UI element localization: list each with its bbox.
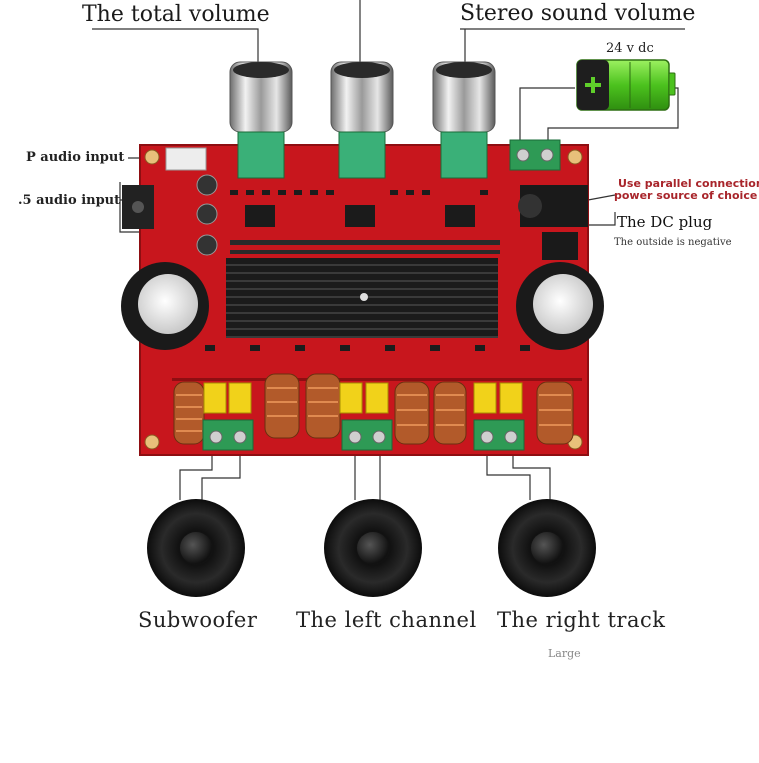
subwoofer-label: Subwoofer xyxy=(138,608,258,632)
audio-jack-icon xyxy=(122,185,154,229)
dc-jack-icon xyxy=(518,185,588,227)
bt-audio-input-label: P audio input xyxy=(26,150,125,165)
parallel-connection-line1: Use parallel connection xyxy=(618,177,759,190)
dc-plug-label: The DC plug xyxy=(617,213,713,231)
dc-plug-note: The outside is negative xyxy=(614,237,732,248)
left-channel-label: The left channel xyxy=(296,608,477,632)
inductor-coil-icon xyxy=(173,373,574,445)
aux-audio-input-label: .5 audio input xyxy=(18,193,121,208)
power-terminal xyxy=(509,139,561,171)
stereo-volume-label: Stereo sound volume xyxy=(460,1,696,26)
right-track-label: The right track xyxy=(497,608,666,632)
total-volume-label: The total volume xyxy=(82,2,270,27)
volume-knob-icon xyxy=(229,61,496,179)
capacitor-icon xyxy=(121,262,604,350)
parallel-connection-line2: power source of choice xyxy=(614,189,758,202)
battery-icon xyxy=(576,59,676,111)
speaker-icon xyxy=(147,499,596,597)
pcb-board xyxy=(121,139,604,456)
bottom-note: Large xyxy=(548,647,581,660)
speaker-terminals xyxy=(202,419,525,451)
heatsink-icon xyxy=(226,258,498,338)
battery-voltage-label: 24 v dc xyxy=(606,41,654,56)
